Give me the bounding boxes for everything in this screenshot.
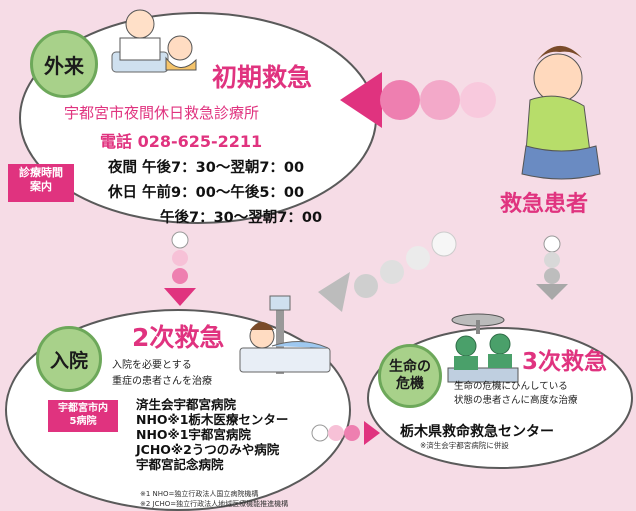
hospital-item: NHO※1栃木医療センター [136, 412, 289, 427]
inpatient-badge-label: 入院 [49, 349, 88, 372]
critical-center-note: ※済生会宇都宮病院に併設 [420, 441, 509, 450]
critical-badge: 生命の 危機 [378, 344, 442, 408]
hospital-item: JCHO※2うつのみや病院 [136, 442, 280, 457]
inpatient-note-2: ※2 JCHO=独立行政法人地域医療機能推進機構 [140, 500, 289, 508]
outpatient-facility: 宇都宮市夜間休日救急診療所 [64, 104, 260, 122]
inpatient-hospitals-tag: 宇都宮市内 5病院 [48, 400, 118, 432]
doctor-baby-illustration [111, 9, 197, 73]
hours-guide-tag-line1: 診療時間 [19, 166, 63, 179]
inpatient-tag-line1: 宇都宮市内 [58, 403, 108, 414]
hours-holiday-evening: 午後7：30〜翌朝7：00 [160, 210, 323, 226]
inpatient-note-1: ※1 NHO=独立行政法人国立病院機構 [140, 490, 259, 498]
patient-label: 救急患者 [500, 192, 589, 217]
critical-desc-line1: 生命の危機にひんしている [454, 381, 568, 392]
hospital-item: 済生会宇都宮病院 [136, 397, 237, 412]
critical-center: 栃木県救命救急センター [400, 424, 554, 440]
hospital-item: 宇都宮記念病院 [136, 457, 224, 472]
surgery-illustration [447, 313, 519, 383]
hours-holiday: 休日 午前9：00〜午後5：00 [108, 185, 305, 201]
hours-night: 夜間 午後7：30〜翌朝7：00 [108, 160, 305, 176]
inpatient-hospital-list: 済生会宇都宮病院 NHO※1栃木医療センター NHO※1宇都宮病院 JCHO※2… [136, 397, 288, 472]
inpatient-tag-line2: 5病院 [69, 416, 97, 427]
critical-title: 3次救急 [522, 349, 608, 375]
hours-guide-tag: 診療時間 案内 [8, 164, 74, 202]
outpatient-badge: 外来 [30, 30, 98, 98]
flow-patient-to-outpatient [340, 72, 496, 128]
critical-badge-line1: 生命の [389, 359, 431, 375]
inpatient-badge: 入院 [36, 326, 102, 392]
critical-desc-line2: 状態の患者さんに高度な治療 [454, 395, 578, 406]
outpatient-title: 初期救急 [212, 63, 313, 92]
hours-guide-tag-line2: 案内 [30, 180, 52, 193]
inpatient-title: 2次救急 [132, 323, 225, 352]
flow-patient-to-inpatient [318, 231, 457, 312]
inpatient-desc-line1: 入院を必要とする [112, 360, 192, 371]
hospital-bed-illustration [239, 295, 331, 374]
outpatient-badge-label: 外来 [44, 53, 84, 78]
outpatient-phone: 電話 028-625-2211 [100, 132, 263, 151]
critical-badge-line2: 危機 [396, 376, 424, 392]
flow-inpatient-to-critical [311, 421, 380, 445]
flow-patient-to-critical [536, 235, 568, 300]
hospital-item: NHO※1宇都宮病院 [136, 427, 251, 442]
inpatient-desc-line2: 重症の患者さんを治療 [112, 376, 212, 387]
patient-illustration [521, 45, 601, 180]
flow-outpatient-to-inpatient [164, 231, 196, 306]
